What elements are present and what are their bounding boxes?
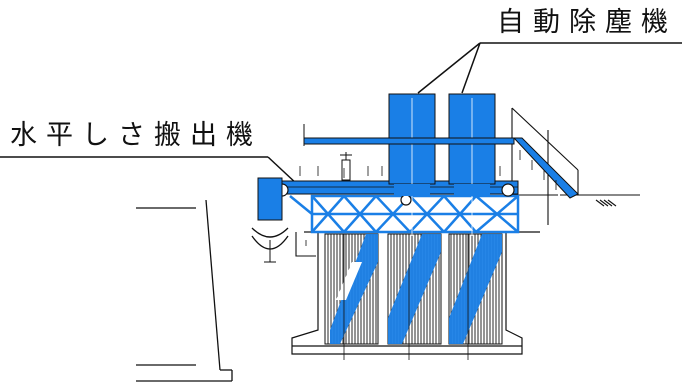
leader-right-2 [461, 42, 481, 94]
dimension-ticks [299, 166, 501, 246]
leader-lines [0, 42, 682, 186]
leader-left [267, 156, 299, 186]
leader-right-1 [417, 42, 481, 94]
label-auto-screen-cleaner: 自動除塵機 [497, 7, 677, 38]
screen-grates [324, 233, 503, 360]
operating-platform [303, 124, 579, 199]
label-horizontal-debris-conveyor: 水平しさ搬出機 [10, 120, 262, 151]
left-channel-wall [136, 199, 233, 382]
right-retaining-wall [511, 107, 640, 225]
